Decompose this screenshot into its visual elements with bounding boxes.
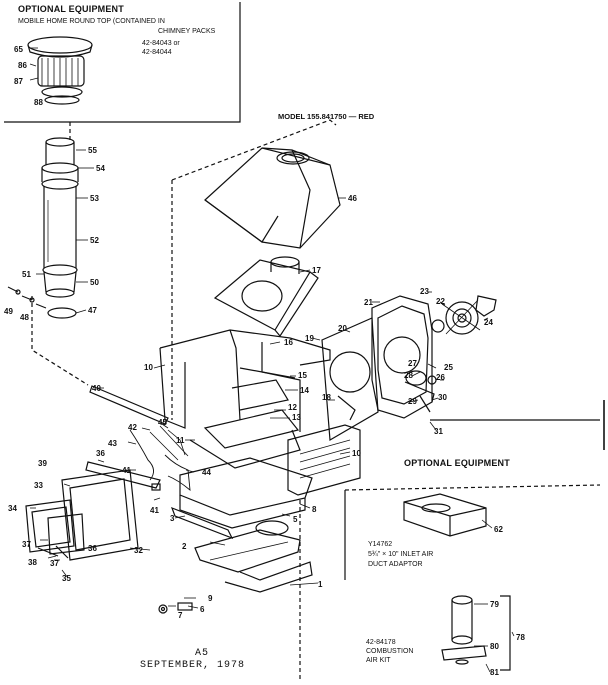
callout-17: 17 bbox=[312, 266, 321, 275]
callout-26: 26 bbox=[436, 373, 445, 382]
callout-65: 65 bbox=[14, 45, 23, 54]
callout-22: 22 bbox=[436, 297, 445, 306]
callout-labels: 1 2 3 5 6 7 8 9 10 10 11 12 13 14 15 16 … bbox=[4, 45, 525, 677]
callout-24: 24 bbox=[484, 318, 493, 327]
kit-line-1: COMBUSTION bbox=[366, 648, 414, 655]
callout-13: 13 bbox=[292, 413, 301, 422]
callout-45: 45 bbox=[158, 418, 167, 427]
callout-41b: 41 bbox=[150, 506, 159, 515]
callout-43: 43 bbox=[108, 439, 117, 448]
callout-79: 79 bbox=[490, 600, 499, 609]
adaptor-description-2: DUCT ADAPTOR bbox=[368, 561, 423, 568]
callout-25: 25 bbox=[444, 363, 453, 372]
callout-21: 21 bbox=[364, 298, 373, 307]
callout-53: 53 bbox=[90, 194, 99, 203]
callout-29: 29 bbox=[408, 397, 417, 406]
optional-equipment-top-line1: MOBILE HOME ROUND TOP (CONTAINED IN bbox=[18, 18, 165, 25]
callout-10b: 10 bbox=[352, 449, 361, 458]
callout-47: 47 bbox=[88, 306, 97, 315]
callout-38: 38 bbox=[28, 558, 37, 567]
callout-42: 42 bbox=[128, 423, 137, 432]
adaptor-description-1: 5¾" × 10" INLET AIR bbox=[368, 551, 434, 558]
callout-39: 39 bbox=[38, 459, 47, 468]
footer-date: SEPTEMBER, 1978 bbox=[140, 660, 246, 671]
callout-51: 51 bbox=[22, 270, 31, 279]
optional-equipment-top-line2: CHIMNEY PACKS bbox=[158, 28, 216, 35]
callout-3: 3 bbox=[170, 514, 175, 523]
callout-87: 87 bbox=[14, 77, 23, 86]
callout-2: 2 bbox=[182, 542, 187, 551]
callout-86: 86 bbox=[18, 61, 27, 70]
callout-78: 78 bbox=[516, 633, 525, 642]
optional-equipment-top-line3: 42-84043 or bbox=[142, 40, 180, 47]
footer-code: A5 bbox=[195, 648, 210, 659]
optional-equipment-top-line4: 42-84044 bbox=[142, 49, 172, 56]
adaptor-part-number: Y14762 bbox=[368, 541, 393, 548]
callout-49: 49 bbox=[4, 307, 13, 316]
callout-37b: 37 bbox=[50, 559, 59, 568]
callout-34: 34 bbox=[8, 504, 17, 513]
callout-10a: 10 bbox=[144, 363, 153, 372]
kit-part-number: 42-84178 bbox=[366, 639, 396, 646]
optional-equipment-top-title: OPTIONAL EQUIPMENT bbox=[18, 4, 124, 14]
kit-line-2: AIR KIT bbox=[366, 657, 391, 664]
callout-44: 44 bbox=[202, 468, 211, 477]
callout-36b: 36 bbox=[96, 449, 105, 458]
callout-50: 50 bbox=[90, 278, 99, 287]
callout-35: 35 bbox=[62, 574, 71, 583]
callout-46: 46 bbox=[348, 194, 357, 203]
callout-1: 1 bbox=[318, 580, 323, 589]
callout-5: 5 bbox=[293, 515, 298, 524]
callout-41a: 41 bbox=[122, 466, 131, 475]
callout-40: 40 bbox=[92, 384, 101, 393]
callout-8: 8 bbox=[312, 505, 317, 514]
callout-33: 33 bbox=[34, 481, 43, 490]
callout-15: 15 bbox=[298, 371, 307, 380]
callout-37a: 37 bbox=[22, 540, 31, 549]
callout-36a: 36 bbox=[88, 544, 97, 553]
callout-7: 7 bbox=[178, 611, 183, 620]
callout-62: 62 bbox=[494, 525, 503, 534]
callout-14: 14 bbox=[300, 386, 309, 395]
callout-23: 23 bbox=[420, 287, 429, 296]
callout-12: 12 bbox=[288, 403, 297, 412]
callout-48: 48 bbox=[20, 313, 29, 322]
callout-54: 54 bbox=[96, 164, 105, 173]
callout-18: 18 bbox=[322, 393, 331, 402]
callout-88: 88 bbox=[34, 98, 43, 107]
callout-28: 28 bbox=[404, 371, 413, 380]
model-label: MODEL 155.841750 — RED bbox=[278, 112, 375, 121]
callout-27: 27 bbox=[408, 359, 417, 368]
callout-32: 32 bbox=[134, 546, 143, 555]
callout-31: 31 bbox=[434, 427, 443, 436]
callout-11: 11 bbox=[176, 436, 185, 445]
callout-81: 81 bbox=[490, 668, 499, 677]
callout-9: 9 bbox=[208, 594, 213, 603]
callout-80: 80 bbox=[490, 642, 499, 651]
callout-20: 20 bbox=[338, 324, 347, 333]
callout-30: 30 bbox=[438, 393, 447, 402]
callout-52: 52 bbox=[90, 236, 99, 245]
optional-equipment-right-title: OPTIONAL EQUIPMENT bbox=[404, 458, 510, 468]
callout-19: 19 bbox=[305, 334, 314, 343]
callout-6: 6 bbox=[200, 605, 205, 614]
callout-55: 55 bbox=[88, 146, 97, 155]
callout-16: 16 bbox=[284, 338, 293, 347]
